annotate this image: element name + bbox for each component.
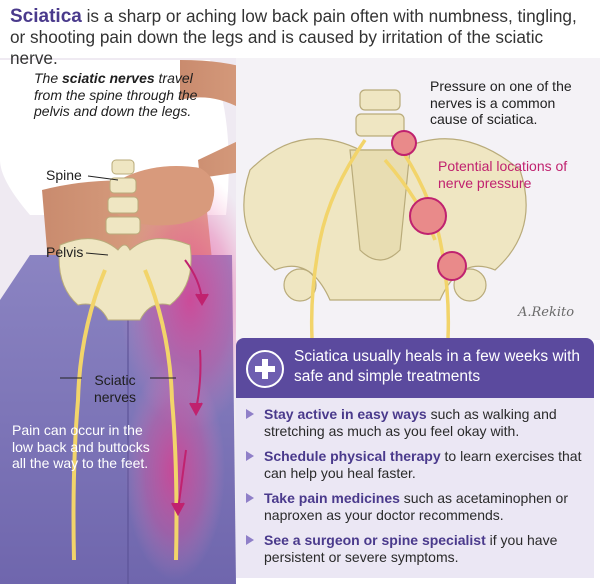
treatment-detail: such as acetaminophen or naproxen as you… (264, 490, 569, 523)
treatment-title: See a surgeon or spine specialist (264, 532, 486, 548)
label-sciatic-line1: Sciatic (94, 372, 136, 388)
treatment-list: Stay active in easy ways such as walking… (236, 398, 594, 578)
intro-bold: sciatic nerves (62, 70, 155, 86)
triangle-bullet-icon (246, 451, 254, 461)
treatment-title: Stay active in easy ways (264, 406, 427, 422)
label-pelvis: Pelvis (46, 244, 84, 260)
pelvis-illustration (58, 238, 192, 321)
title-description: is a sharp or aching low back pain often… (10, 6, 577, 68)
list-item: Schedule physical therapy to learn exerc… (246, 448, 588, 481)
treatment-detail: such as walking and stretching as much a… (264, 406, 557, 439)
list-item: See a surgeon or spine specialist if you… (246, 532, 588, 565)
spine-leader-line (87, 175, 119, 181)
artist-signature: A.Rekito (518, 305, 575, 320)
pelvis-leader-line (85, 252, 109, 256)
label-spine: Spine (46, 167, 82, 183)
sciatic-nerve-left (71, 269, 107, 561)
list-item: Stay active in easy ways such as walking… (246, 406, 588, 439)
pain-note: Pain can occur in the low back and butto… (12, 422, 150, 471)
page-title: Sciatica is a sharp or aching low back p… (10, 6, 594, 69)
intro-post: travel from the spine through the pelvis… (34, 70, 198, 119)
banner-text: Sciatica usually heals in a few weeks wi… (294, 348, 581, 385)
treatment-title: Take pain medicines (264, 490, 400, 506)
pain-glow-upper (120, 170, 260, 430)
treatment-detail: to learn exercises that can help you hea… (264, 448, 582, 481)
triangle-bullet-icon (246, 493, 254, 503)
list-item: Take pain medicines such as acetaminophe… (246, 490, 588, 523)
pain-arrows (171, 259, 209, 517)
title-keyword: Sciatica (10, 6, 82, 27)
spine-illustration (105, 159, 141, 235)
intro-note: The sciatic nerves travel from the spine… (34, 70, 224, 120)
intro-pre: The (34, 70, 59, 86)
triangle-bullet-icon (246, 409, 254, 419)
treatment-detail: if you have persistent or severe symptom… (264, 532, 558, 565)
plus-circle-icon (246, 350, 284, 388)
triangle-bullet-icon (246, 535, 254, 545)
treatment-title: Schedule physical therapy (264, 448, 441, 464)
treatment-banner: Sciatica usually heals in a few weeks wi… (236, 338, 594, 398)
nerve-pressure-markers (391, 130, 467, 281)
potential-locations-note: Potential locations of nerve pressure (438, 158, 568, 191)
pressure-note: Pressure on one of the nerves is a commo… (430, 78, 572, 127)
label-sciatic-line2: nerves (93, 388, 137, 405)
